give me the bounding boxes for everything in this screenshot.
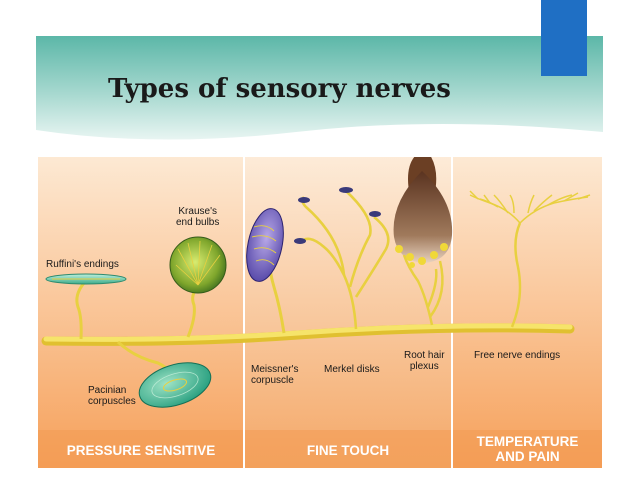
pacinian-label-line2: corpuscles (88, 396, 136, 407)
krause-end-bulb (169, 236, 227, 294)
pacinian-corpuscle (138, 362, 212, 408)
panel-pressure (38, 157, 243, 468)
krause-label-line2: end bulbs (176, 217, 220, 228)
panel-temperature (453, 157, 602, 468)
category-temperature: TEMPERATURE AND PAIN (453, 434, 602, 464)
category-pressure: PRESSURE SENSITIVE (66, 443, 216, 458)
krause-label-line1: Krause's (178, 206, 217, 217)
accent-tab (541, 0, 587, 76)
category-temperature-line2: AND PAIN (495, 449, 560, 464)
pacinian-label: Pacinian corpuscles (88, 385, 136, 407)
free-nerve-endings (510, 222, 522, 328)
free-nerve-label: Free nerve endings (474, 350, 560, 361)
slide-title: Types of sensory nerves (108, 74, 451, 104)
merkel-label-line1: Merkel disks (324, 364, 380, 375)
banner-shape (36, 36, 603, 140)
diagram-art (38, 157, 602, 468)
meissner-label: Meissner's corpuscle (251, 364, 298, 386)
free-nerve-label-line1: Free nerve endings (474, 350, 561, 361)
krause-label: Krause's end bulbs (176, 206, 219, 228)
category-temperature-line1: TEMPERATURE (476, 434, 579, 449)
root-hair-label-line1: Root hair (404, 350, 445, 361)
sensory-nerve-diagram: Krause's end bulbs Ruffini's endings Pac… (38, 157, 602, 468)
ruffini-label-line1: Ruffini's endings (46, 259, 119, 270)
title-banner (36, 36, 603, 152)
meissner-label-line1: Meissner's (251, 364, 299, 375)
pacinian-label-line1: Pacinian (88, 385, 127, 396)
root-hair-label: Root hair plexus (404, 350, 445, 372)
root-hair-label-line2: plexus (409, 361, 439, 372)
ruffini-label: Ruffini's endings (46, 259, 119, 270)
hair-follicle (393, 171, 453, 263)
category-fine-touch: FINE TOUCH (306, 443, 390, 458)
meissner-label-line2: corpuscle (251, 375, 294, 386)
merkel-label: Merkel disks (324, 364, 380, 375)
